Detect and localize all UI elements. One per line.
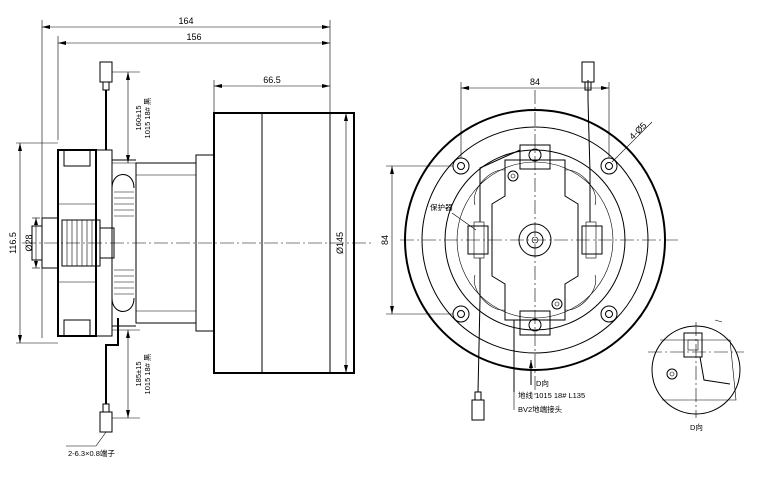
side-view: 164 156 66.5 Ø145 116.5 Ø28 160±15 1015 … [8, 16, 372, 458]
dim-front-width: 84 [530, 77, 540, 87]
detail-view-d: D向 [648, 319, 744, 432]
dim-holes: 4-Ø5 [627, 120, 648, 141]
dim-overall-length: 164 [178, 16, 193, 26]
lead-wire-bottom [66, 318, 140, 447]
dim-body-length: 156 [186, 32, 201, 42]
dim-lead-bottom-spec: 1015 18# 黑 [143, 353, 152, 394]
winding-upper [111, 174, 135, 217]
dim-shaft-diameter: Ø28 [24, 234, 34, 251]
front-view: 84 84 4-Ø5 保护器 D向 地线 1015 18# L135 BV2地端… [380, 61, 680, 421]
lead-wire-top [99, 61, 140, 164]
dim-housing-diameter: Ø145 [335, 232, 345, 254]
dim-housing-length: 66.5 [263, 75, 281, 85]
dim-front-height: 84 [380, 235, 390, 245]
dim-lead-top-spec: 1015 18# 黑 [143, 97, 152, 138]
dim-lead-top-length: 160±15 [134, 106, 143, 131]
dim-lead-bottom-length: 185±15 [134, 362, 143, 387]
winding-lower [111, 269, 135, 312]
label-protector: 保护器 [430, 202, 453, 212]
dim-flange-height: 116.5 [8, 232, 18, 254]
label-bv2-terminal: BV2地端接头 [518, 404, 563, 414]
detail-view-title: D向 [690, 422, 703, 432]
label-ground-wire: 地线 1015 18# L135 [518, 390, 585, 400]
label-view-d-marker: D向 [536, 378, 549, 388]
label-terminal: 2-6.3×0.8端子 [68, 448, 115, 458]
